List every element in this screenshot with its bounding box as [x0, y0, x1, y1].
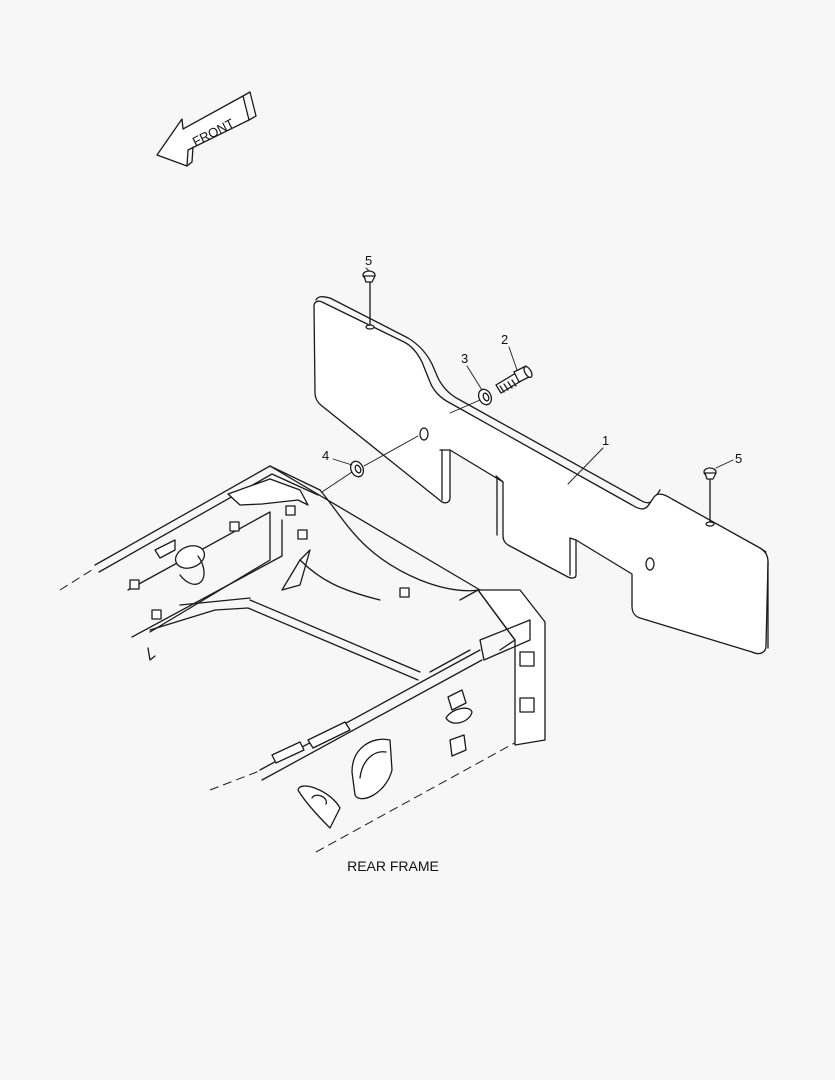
- leader-lines: [332, 267, 734, 485]
- rear-frame-label: REAR FRAME: [347, 858, 439, 874]
- bolt-part-2: [495, 365, 533, 394]
- callout-1: 1: [602, 433, 609, 448]
- counterweight-plate: [313, 296, 769, 655]
- plug-part-5-right: [703, 467, 717, 523]
- front-direction-arrow: FRONT: [156, 91, 257, 167]
- callout-5-right: 5: [735, 451, 742, 466]
- rear-frame: [59, 465, 546, 853]
- washer-part-4: [349, 460, 365, 478]
- washer-part-3: [477, 388, 493, 406]
- callout-2: 2: [501, 332, 508, 347]
- callout-3: 3: [461, 351, 468, 366]
- callout-4: 4: [322, 448, 329, 463]
- callout-5-left: 5: [365, 253, 372, 268]
- plug-part-5-left: [362, 270, 376, 326]
- assembly-axis-lines: [321, 399, 481, 493]
